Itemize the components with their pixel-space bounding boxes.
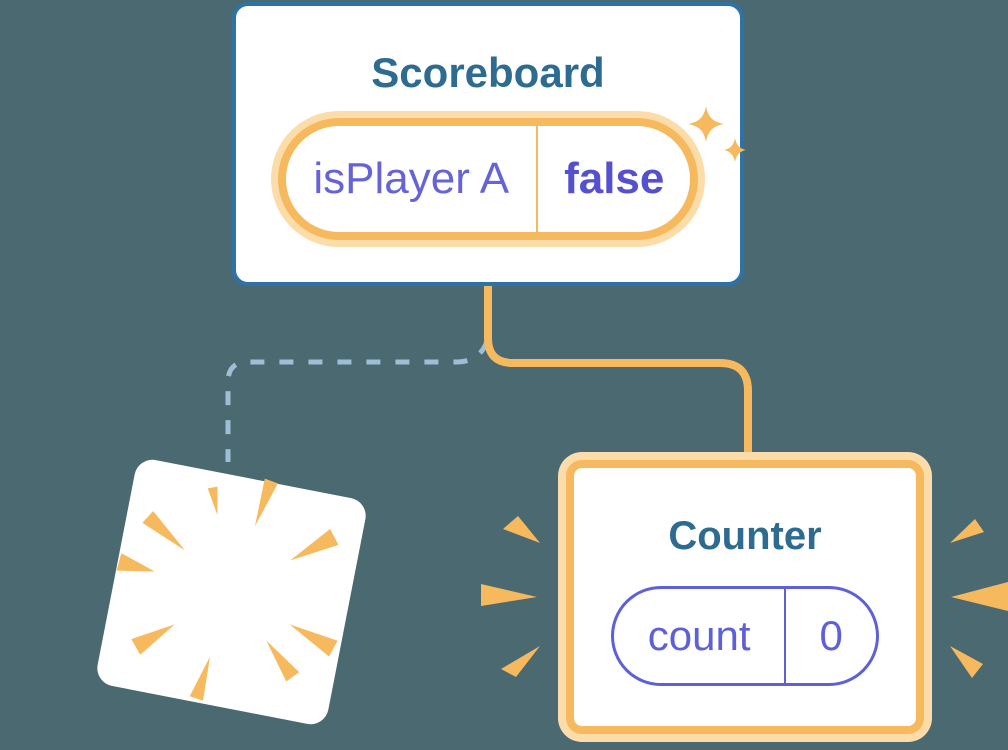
scoreboard-component-card: Scoreboard isPlayer A false <box>232 2 746 286</box>
destroyed-connector-dashed-line <box>225 340 490 462</box>
tree-connector-line <box>484 286 752 460</box>
counter-state-pill: count 0 <box>611 586 879 686</box>
counter-component-card: Counter count 0 <box>566 460 924 734</box>
sparkles-icon <box>688 106 746 162</box>
pill-divider <box>784 589 787 683</box>
scoreboard-title: Scoreboard <box>371 49 605 96</box>
destroyed-component-poof <box>94 456 369 728</box>
counter-title: Counter <box>668 514 822 558</box>
state-value-label: 0 <box>819 612 843 659</box>
burst-left-icon <box>481 516 540 677</box>
scoreboard-state-pill: isPlayer A false <box>278 118 698 240</box>
state-value-label: false <box>564 154 665 203</box>
burst-right-icon <box>950 519 1008 678</box>
state-name-label: isPlayer A <box>313 154 510 203</box>
pill-divider <box>536 126 539 232</box>
state-name-label: count <box>647 612 751 659</box>
poof-burst-icon <box>116 478 339 701</box>
